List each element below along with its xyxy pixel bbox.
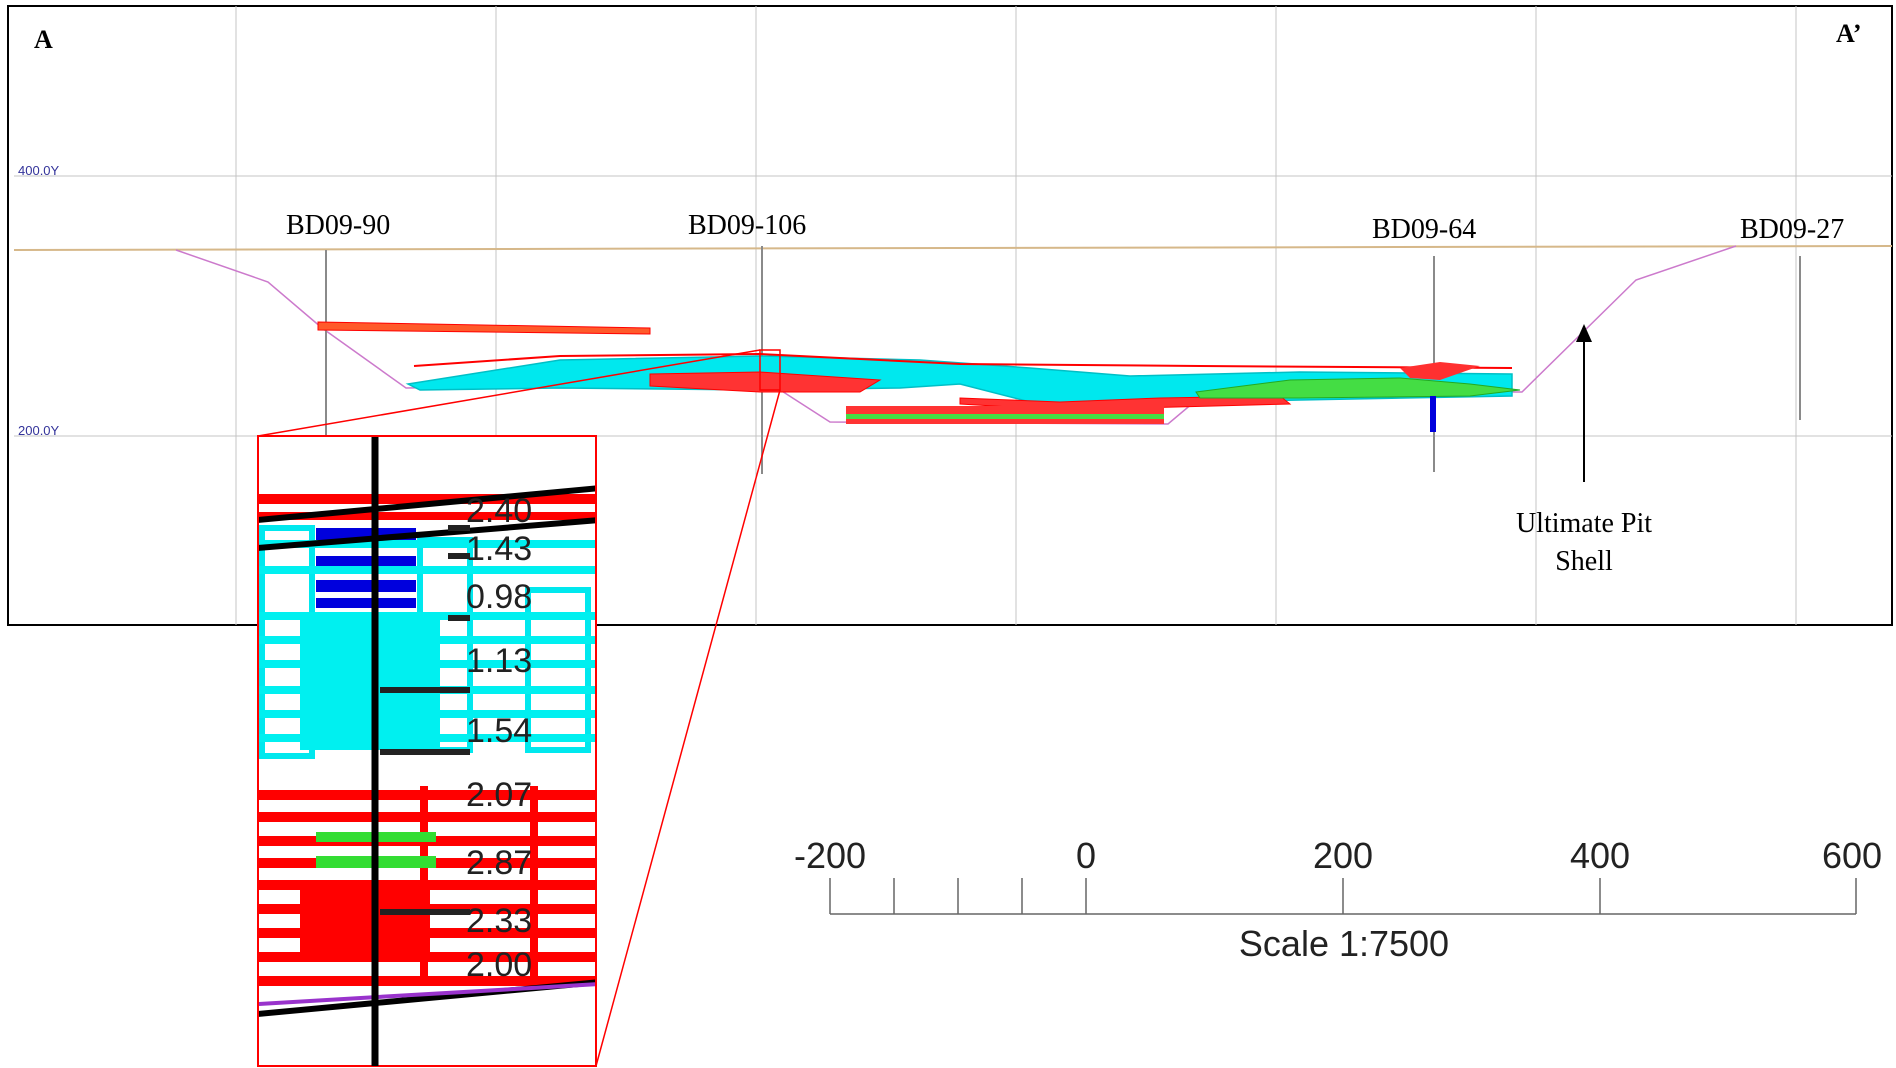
pit-shell-arrowhead	[1576, 324, 1592, 342]
drillhole-label-bd09-90: BD09-90	[286, 210, 390, 241]
drillhole-label-bd09-64: BD09-64	[1372, 214, 1476, 245]
red-zone-right	[1400, 362, 1480, 380]
inset-grade-label: 0.98	[466, 578, 532, 616]
inset-grade-label: 2.40	[466, 492, 532, 530]
zoom-box	[759, 349, 781, 391]
scale-tick-label: -200	[794, 835, 866, 876]
pit-shell-line	[175, 245, 1737, 425]
cyan-zone-boundary	[413, 352, 1513, 369]
inset-grade-label: 2.33	[466, 902, 532, 940]
drillhole-label-bd09-27: BD09-27	[1740, 214, 1844, 245]
green-zone-right	[1195, 377, 1521, 399]
lower-green-band	[846, 414, 1164, 419]
scale-bar: -200 0 200 400 600 Scale 1:7500	[794, 835, 1882, 964]
scale-caption: Scale 1:7500	[1239, 923, 1449, 964]
elevation-label-400: 400.0Y	[18, 163, 60, 178]
drillhole-label-bd09-106: BD09-106	[688, 210, 806, 241]
mineralized-zones	[317, 321, 1521, 432]
inset-grade-label: 1.13	[466, 642, 532, 680]
scale-tick-label: 600	[1822, 835, 1882, 876]
scale-tick-label: 200	[1313, 835, 1373, 876]
inset-grade-label: 2.07	[466, 776, 532, 814]
inset-grade-label: 1.54	[466, 712, 532, 750]
scale-tick-label: 0	[1076, 835, 1096, 876]
scale-tick-label: 400	[1570, 835, 1630, 876]
inset-grade-label: 2.00	[466, 946, 532, 984]
zoom-connector-right	[595, 389, 781, 1067]
upper-red-lens	[317, 321, 651, 335]
inset-grade-label: 2.87	[466, 844, 532, 882]
section-start-label: A	[34, 25, 53, 54]
inset-panel: 2.40 1.43 0.98 1.13 1.54 2.07 2.87 2.33 …	[257, 435, 597, 1067]
pit-shell-label-line2: Shell	[1555, 546, 1613, 577]
blue-interval-bd09-64	[1430, 396, 1436, 432]
elevation-label-200: 200.0Y	[18, 423, 60, 438]
pit-shell-label-line1: Ultimate Pit	[1516, 508, 1652, 539]
inset-grade-label: 1.43	[466, 530, 532, 568]
topography-line	[13, 245, 1893, 251]
zoom-connector-left	[257, 349, 761, 437]
section-end-label: A’	[1836, 19, 1862, 48]
